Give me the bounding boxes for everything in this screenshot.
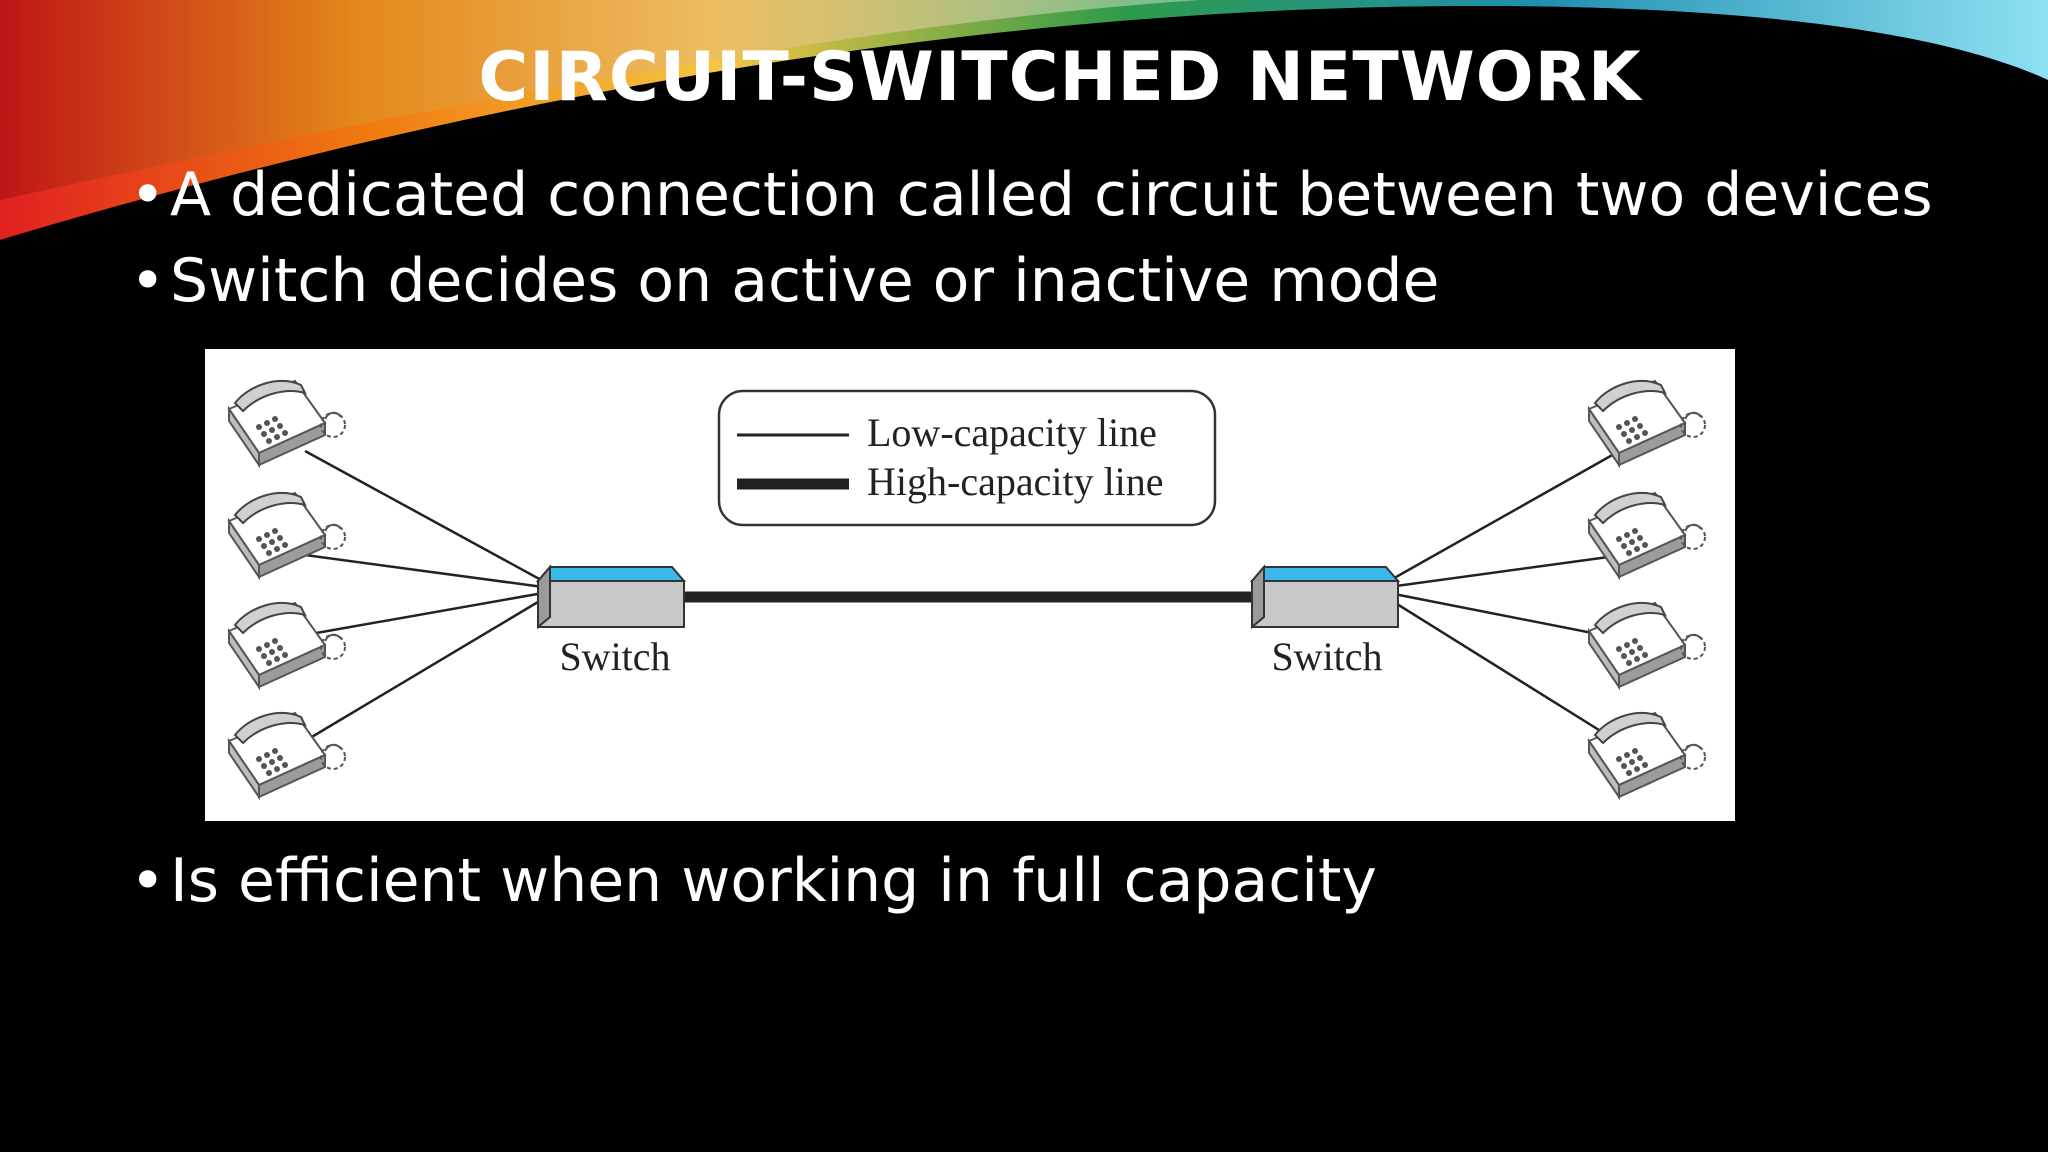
bullet-icon: • [130, 846, 166, 916]
switch-label: Switch [559, 634, 670, 679]
left-low-capacity-lines [304, 449, 544, 743]
telephone-icon [228, 712, 346, 798]
telephone-icon [1588, 712, 1706, 798]
circuit-switched-diagram: Switch Switch Low-capacity line High-cap… [205, 349, 1735, 821]
bullet-item: •Is efficient when working in full capac… [130, 846, 1377, 916]
slide-title: CIRCUIT-SWITCHED NETWORK [478, 38, 1642, 117]
telephone-icon [228, 492, 346, 578]
bullet-icon: • [130, 160, 166, 230]
bullet-icon: • [130, 246, 166, 316]
telephone-icon [1588, 380, 1706, 466]
legend-low-capacity-label: Low-capacity line [867, 410, 1157, 455]
telephone-icon [228, 380, 346, 466]
bullet-text: A dedicated connection called circuit be… [170, 160, 1933, 230]
telephone-icon [1588, 602, 1706, 688]
bullet-item: •Switch decides on active or inactive mo… [130, 246, 1439, 316]
bullet-item: •A dedicated connection called circuit b… [130, 160, 1933, 230]
legend-high-capacity-label: High-capacity line [867, 459, 1164, 504]
switch-icon [537, 566, 685, 628]
right-low-capacity-lines [1388, 447, 1624, 747]
switch-icon [1251, 566, 1399, 628]
switch-label: Switch [1271, 634, 1382, 679]
telephone-icon [1588, 492, 1706, 578]
decorative-swoosh [0, 0, 2048, 250]
bullet-text: Switch decides on active or inactive mod… [170, 246, 1440, 316]
legend: Low-capacity line High-capacity line [717, 389, 1217, 527]
bullet-text: Is efficient when working in full capaci… [170, 846, 1377, 916]
telephone-icon [228, 602, 346, 688]
